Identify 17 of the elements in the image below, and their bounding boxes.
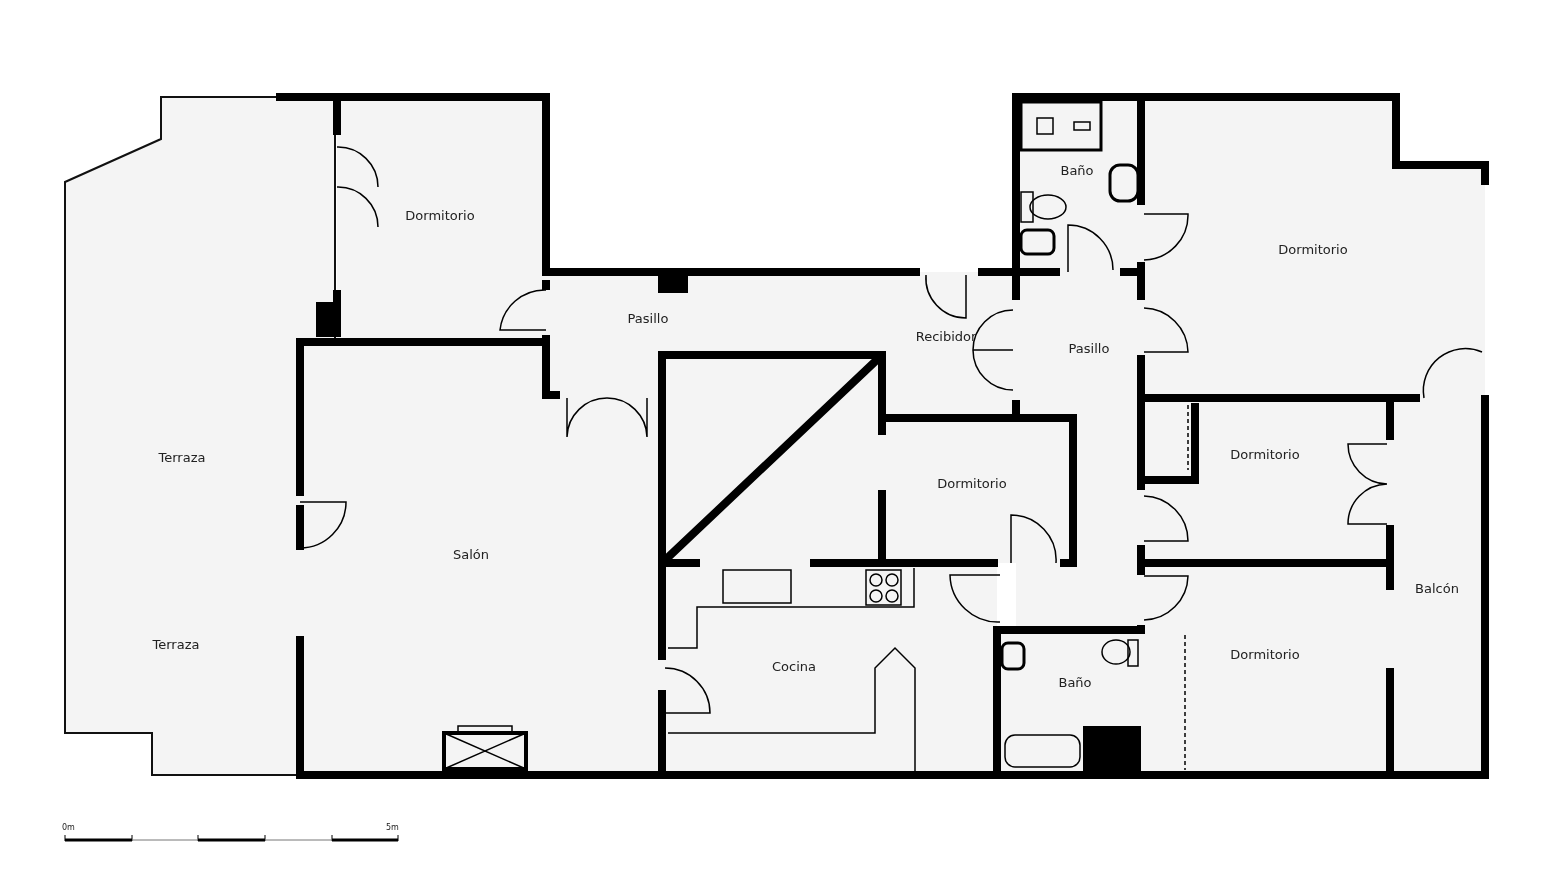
- room-label: Salón: [453, 546, 489, 562]
- room-label: Pasillo: [1068, 340, 1110, 356]
- room-label: Dormitorio: [1230, 446, 1300, 462]
- room-label: Dormitorio: [1278, 241, 1348, 257]
- room-label: Pasillo: [627, 310, 669, 326]
- room-label: Dormitorio: [405, 207, 475, 223]
- room-label: Terraza: [158, 449, 206, 465]
- scale-label: 5m: [386, 823, 399, 832]
- room-label: Recibidor: [915, 328, 977, 344]
- room-label: Dormitorio: [937, 475, 1007, 491]
- scale-label: 0m: [62, 823, 75, 832]
- room-label: Baño: [1060, 162, 1094, 178]
- room-label: Terraza: [152, 636, 200, 652]
- room-label: Balcón: [1415, 580, 1459, 596]
- room-label: Cocina: [772, 658, 816, 674]
- room-label: Dormitorio: [1230, 646, 1300, 662]
- room-label: Baño: [1058, 674, 1092, 690]
